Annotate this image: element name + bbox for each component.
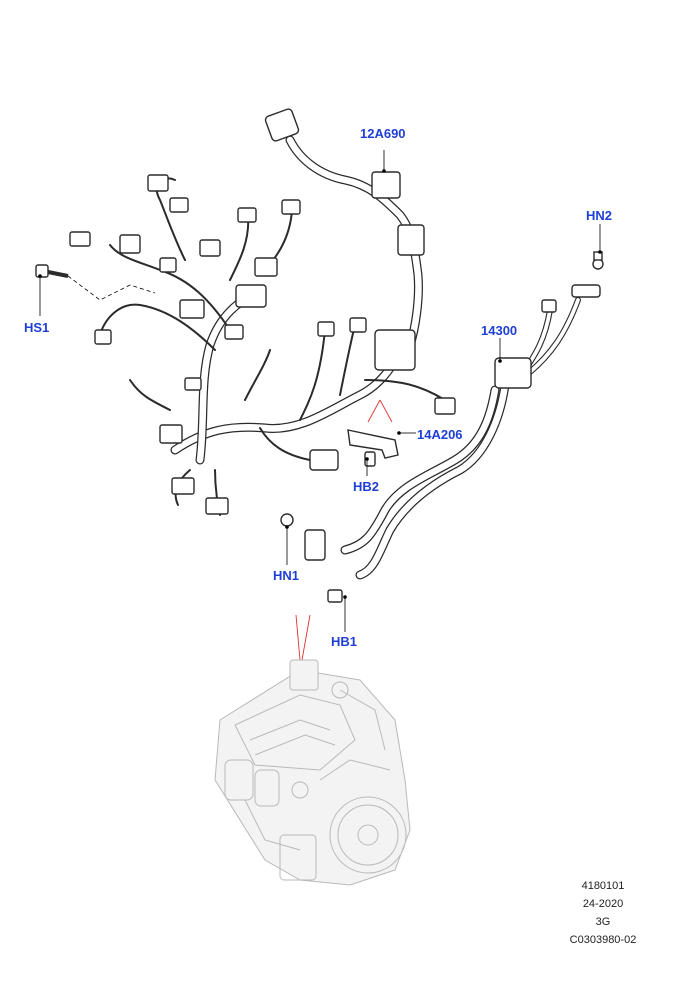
engine-pointer-lines xyxy=(295,614,311,661)
illustration-variant: 3G xyxy=(595,916,611,928)
callout-hn1[interactable]: HN1 xyxy=(273,568,300,583)
bolt-hb2[interactable] xyxy=(364,451,376,467)
leader-lines xyxy=(38,150,602,632)
nut-hn1[interactable] xyxy=(280,513,294,527)
engine-wiring-harness[interactable] xyxy=(69,174,456,516)
callout-14a206[interactable]: 14A206 xyxy=(417,427,463,442)
callout-hb1[interactable]: HB1 xyxy=(331,634,358,649)
illustration-code: C0303980-02 xyxy=(569,934,637,946)
bracket-14a206[interactable] xyxy=(347,429,399,459)
illustration-date: 24-2020 xyxy=(582,898,624,910)
bolt-hb1[interactable] xyxy=(327,589,343,603)
illustration-number: 4180101 xyxy=(581,880,625,892)
callout-hs1[interactable]: HS1 xyxy=(24,320,50,335)
battery-cable-14300[interactable] xyxy=(304,284,601,580)
engine-illustration xyxy=(214,659,411,886)
callout-14300[interactable]: 14300 xyxy=(481,323,518,338)
bracket-pointer-lines xyxy=(367,399,393,423)
harness-12a690[interactable] xyxy=(264,108,425,371)
callout-hn2[interactable]: HN2 xyxy=(586,208,613,223)
callout-hb2[interactable]: HB2 xyxy=(353,479,380,494)
nut-hn2[interactable] xyxy=(592,251,604,270)
callout-12a690[interactable]: 12A690 xyxy=(360,126,406,141)
bolt-hs1[interactable] xyxy=(35,264,69,278)
